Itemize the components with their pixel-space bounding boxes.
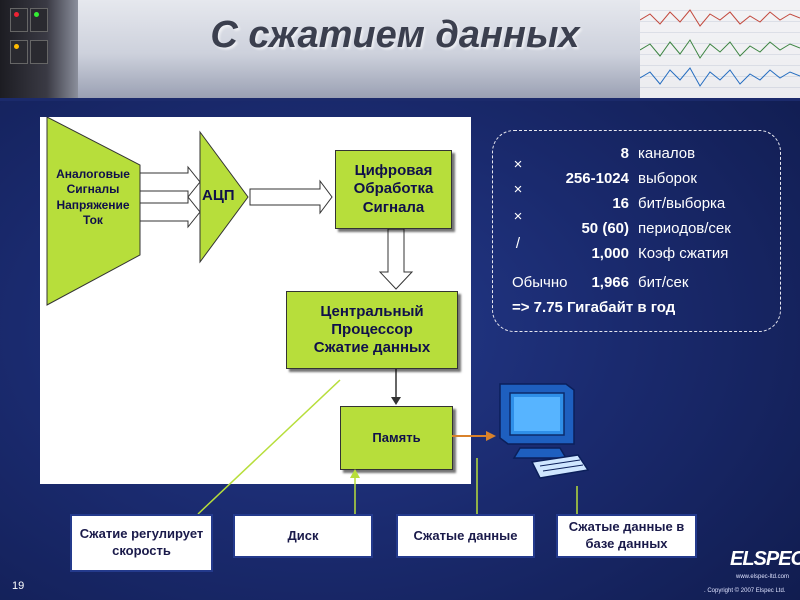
copyright: . Copyright © 2007 Elspec Ltd. xyxy=(704,588,786,594)
stats-value: 8 xyxy=(620,145,629,162)
arrow-adc-dsp xyxy=(249,179,333,215)
stats-unit: бит/выборка xyxy=(638,195,726,212)
diagram-shapes xyxy=(46,117,414,405)
dsp-line: Сигнала xyxy=(362,198,425,216)
dsp-line: Обработка xyxy=(353,180,434,198)
device-module xyxy=(30,40,48,64)
box-compression-rate-label: Сжатие регулирует скорость xyxy=(79,526,204,558)
stats-value: 256-1024 xyxy=(565,170,629,187)
cpu-box: Центральный Процессор Сжатие данных xyxy=(286,291,458,369)
box-disk-label: Диск xyxy=(287,527,319,543)
stats-value: 16 xyxy=(612,195,629,212)
analog-line: Аналоговые xyxy=(56,167,130,181)
analog-inputs-shape xyxy=(46,117,141,306)
stats-row: × 256-1024 выборок xyxy=(493,156,780,192)
slide-number: 19 xyxy=(12,580,25,592)
adc-triangle xyxy=(199,130,249,264)
box-compression-rate: Сжатие регулирует скорость xyxy=(70,514,213,572)
stats-row: 8 каналов xyxy=(493,145,780,167)
logo-text: ELSPEC xyxy=(730,548,800,570)
page-title: С сжатием данных xyxy=(210,14,580,56)
box-compressed-data-label: Сжатые данные xyxy=(413,527,518,543)
stats-typical-unit: бит/сек xyxy=(638,274,689,291)
stats-row: / 1,000 Коэф сжатия xyxy=(493,235,780,267)
box-compressed-data-db-label: Сжатые данные в базе данных xyxy=(568,519,685,551)
waveform-graphic xyxy=(640,0,800,98)
box-disk: Диск xyxy=(233,514,373,558)
device-led xyxy=(14,44,19,49)
device-photo xyxy=(0,0,78,98)
stats-op: / xyxy=(515,235,521,252)
elspec-logo: ELSPEC www.elspec-ltd.com xyxy=(716,548,800,588)
stats-unit: периодов/сек xyxy=(638,220,731,237)
stats-row: × 50 (60) периодов/сек xyxy=(493,208,780,242)
computer-icon xyxy=(499,383,590,479)
box-compressed-data-db: Сжатые данные в базе данных xyxy=(556,514,697,558)
stats-unit: Коэф сжатия xyxy=(638,245,729,262)
arrow-memory-computer-head xyxy=(486,431,496,441)
memory-box: Память xyxy=(340,406,453,470)
box-compressed-data: Сжатые данные xyxy=(396,514,535,558)
stats-row: × 16 бит/выборка xyxy=(493,181,780,217)
device-led xyxy=(14,12,19,17)
dsp-box: Цифровая Обработка Сигнала xyxy=(335,150,452,229)
stats-op: × xyxy=(513,181,523,198)
memory-label: Память xyxy=(372,430,421,446)
device-led xyxy=(34,12,39,17)
arrow-inputs-adc-1 xyxy=(139,165,201,199)
arrow-dsp-cpu xyxy=(378,228,414,290)
cpu-line: Сжатие данных xyxy=(313,339,431,357)
arrow-cpu-memory-head xyxy=(391,397,401,405)
stats-op: × xyxy=(513,156,523,173)
stats-typical-value: 1,966 xyxy=(591,274,629,291)
adc-label: АЦП xyxy=(202,187,235,204)
arrow-inputs-adc-2 xyxy=(139,195,201,229)
cpu-line: Процессор xyxy=(331,320,413,338)
cpu-line: Центральный xyxy=(320,302,424,320)
diagram-panel: Аналоговые Сигналы Напряжение Ток АЦП Ци… xyxy=(40,117,471,484)
header-banner: С сжатием данных xyxy=(0,0,800,101)
stats-typical-row: Обычно 1,966 бит/сек xyxy=(493,274,780,296)
stats-typical-prefix: Обычно xyxy=(512,274,568,291)
logo-url: www.elspec-ltd.com xyxy=(736,574,790,580)
stats-value: 50 (60) xyxy=(581,220,629,237)
dsp-line: Цифровая xyxy=(354,162,433,180)
analog-line: Сигналы xyxy=(66,182,120,197)
stats-value: 1,000 xyxy=(591,245,629,262)
stats-total: => 7.75 Гигабайт в год xyxy=(512,299,676,316)
analog-inputs-label: Аналоговые Сигналы Напряжение Ток xyxy=(40,167,146,228)
stats-box: 8 каналов × 256-1024 выборок × 16 бит/вы… xyxy=(492,130,781,332)
stats-unit: выборок xyxy=(638,170,697,187)
stats-unit: каналов xyxy=(638,145,696,162)
analog-line: Напряжение xyxy=(56,197,130,212)
stats-op: × xyxy=(513,208,523,225)
analog-line: Ток xyxy=(83,213,103,228)
